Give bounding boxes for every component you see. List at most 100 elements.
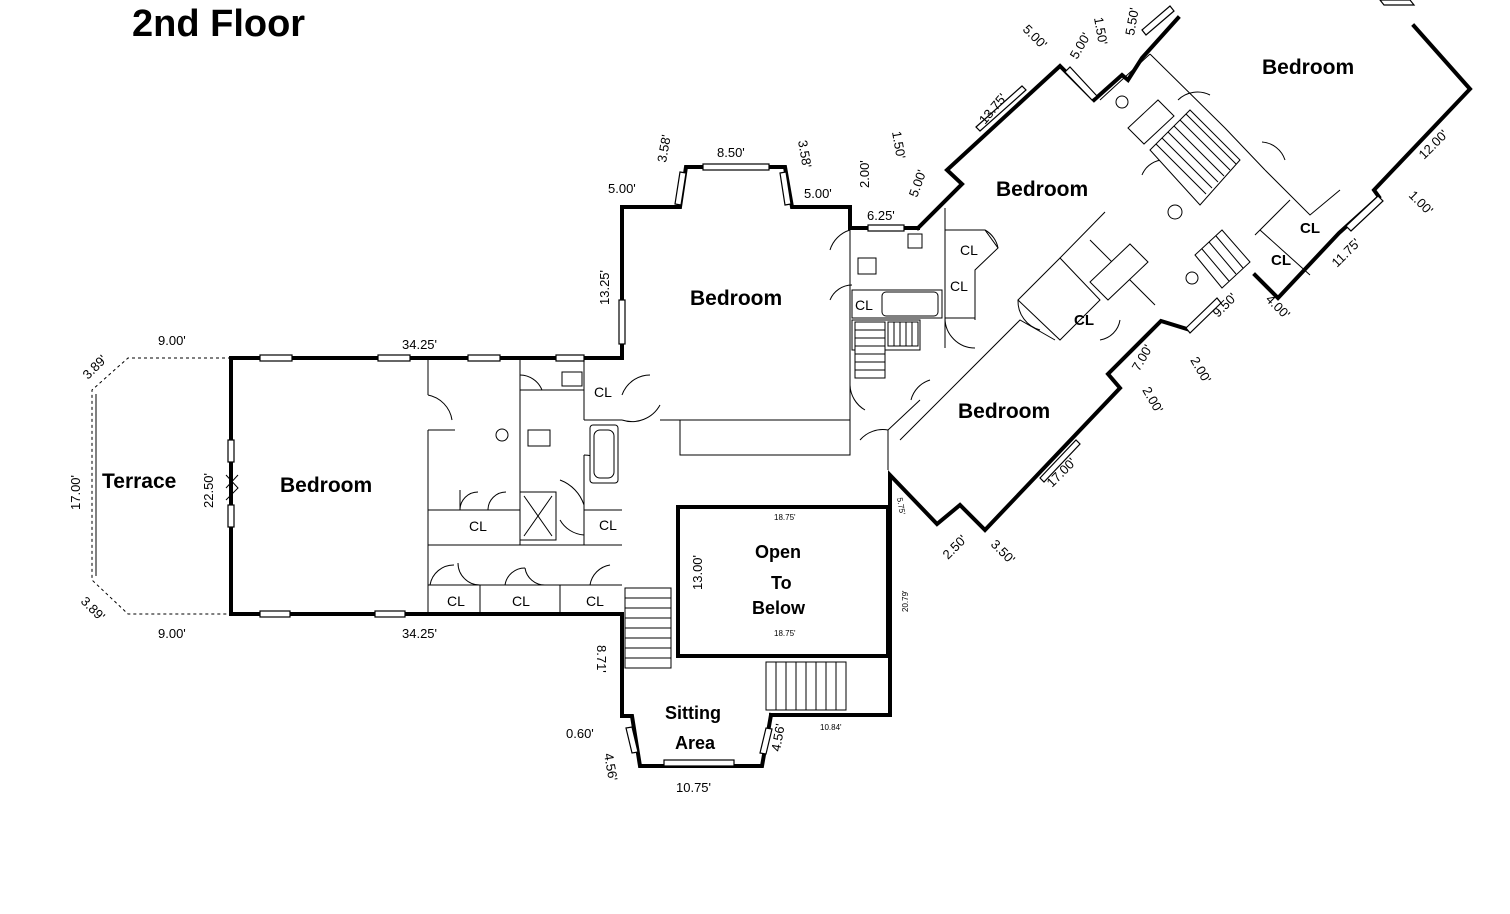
dimension-label: 4.56' — [768, 723, 788, 753]
dimension-label: 3.58' — [654, 134, 674, 164]
window — [625, 726, 639, 754]
room-label-open-line1: Open — [755, 542, 801, 562]
window — [259, 610, 291, 618]
page-title: 2nd Floor — [132, 3, 305, 45]
dimension-label: 3.50' — [988, 537, 1018, 567]
closet-labels: CL CL CL CL CL CL CL CL CL CL CL CL — [447, 220, 1320, 609]
dimension-label: 18.75' — [774, 629, 796, 638]
dimension-label: 10.84' — [820, 723, 842, 732]
stairs-west — [624, 587, 672, 669]
terrace-door-icon — [225, 474, 239, 501]
closet-label: CL — [599, 517, 617, 533]
window — [227, 439, 235, 463]
window — [1064, 66, 1098, 101]
dimension-label: 6.25' — [867, 208, 895, 223]
dimension-label: 1.50' — [1091, 16, 1111, 46]
dimension-label: 2.00' — [1187, 354, 1214, 386]
window — [759, 727, 773, 755]
dimension-label: 4.56' — [601, 752, 621, 782]
dimension-label: 20.79' — [901, 590, 910, 612]
dimension-label: 5.00' — [1020, 22, 1050, 52]
window — [867, 224, 905, 232]
sink-icon — [1185, 271, 1199, 285]
closet-label: CL — [855, 297, 873, 313]
closet-label: CL — [960, 242, 978, 258]
room-label-sitting-line1: Sitting — [665, 703, 721, 723]
toilet-icon — [1167, 204, 1183, 220]
dimension-label: 9.50' — [1210, 290, 1240, 320]
dimension-label: 2.00' — [857, 160, 872, 188]
closet-label: CL — [1271, 252, 1291, 269]
window — [779, 171, 792, 206]
closet-label: CL — [586, 593, 604, 609]
dimension-label: 22.50' — [201, 473, 216, 508]
dimension-label: 8.50' — [717, 145, 745, 160]
dimension-label: 8.71' — [594, 645, 609, 673]
sink-icon — [907, 233, 923, 249]
dimension-label: 13.00' — [690, 555, 705, 590]
toilet-icon — [1115, 95, 1129, 109]
window — [1039, 439, 1081, 483]
sitting-area-walls — [620, 646, 774, 768]
window — [663, 759, 735, 767]
window — [555, 354, 585, 362]
dimension-label: 5.00' — [906, 168, 930, 199]
window — [259, 354, 293, 362]
dimension-label: 1.50' — [889, 130, 909, 160]
room-label-bedroom-west: Bedroom — [280, 474, 372, 497]
window — [975, 85, 1027, 132]
dimension-label: 1.00' — [1406, 188, 1436, 218]
closet-label: CL — [447, 593, 465, 609]
closet-label: CL — [950, 278, 968, 294]
bathtub-icon — [881, 291, 939, 317]
window — [1345, 195, 1384, 232]
window — [674, 171, 687, 206]
stairs-ne-small — [1194, 229, 1251, 289]
dimension-label: 3.58' — [795, 139, 815, 169]
dimension-label: 10.75' — [676, 780, 711, 795]
dimension-label: 18.75' — [774, 513, 796, 522]
room-label-open-line3: Below — [752, 598, 806, 618]
dimension-label: 2.50' — [940, 532, 970, 562]
window — [1141, 5, 1175, 36]
toilet-icon — [561, 371, 583, 387]
bathtub-inner-icon — [593, 429, 615, 479]
stairs-center — [854, 321, 919, 379]
window — [1185, 297, 1222, 334]
fixtures — [495, 95, 1199, 541]
room-label-open-line2: To — [771, 573, 792, 593]
bathtub-icon — [1089, 243, 1149, 301]
window — [467, 354, 501, 362]
room-label-terrace: Terrace — [102, 470, 176, 493]
dimension-label: 5.00' — [1067, 30, 1094, 62]
dimension-label: 17.00' — [68, 475, 83, 510]
dimension-label: 9.00' — [158, 626, 186, 641]
bathtub-icon — [1127, 99, 1175, 145]
dimension-label: 5.00' — [804, 186, 832, 201]
room-label-sitting-line2: Area — [675, 733, 716, 753]
window — [377, 354, 411, 362]
center-bedroom-walls — [620, 165, 920, 360]
dimension-label: 13.25' — [597, 270, 612, 305]
dimension-label: 5.00' — [608, 181, 636, 196]
window — [702, 163, 770, 171]
closet-label: CL — [594, 384, 612, 400]
room-labels: Terrace Bedroom Bedroom Bedroom Bedroom … — [102, 56, 1354, 753]
closet-label: CL — [1300, 220, 1320, 237]
room-label-bedroom-center: Bedroom — [690, 287, 782, 310]
closet-label: CL — [512, 593, 530, 609]
stairs — [624, 109, 1251, 711]
room-label-bedroom-mid: Bedroom — [996, 178, 1088, 201]
closet-label: CL — [469, 518, 487, 534]
dimension-label: 4.00' — [1263, 292, 1293, 322]
window — [227, 504, 235, 528]
toilet-icon — [857, 257, 877, 275]
dimension-label: 34.25' — [402, 337, 437, 352]
toilet-icon — [495, 428, 509, 442]
dimension-label: 5.75' — [895, 497, 907, 516]
terrace-outline — [91, 357, 231, 615]
dimension-labels: 9.00' 9.00' 3.89' 3.89' 17.00' 22.50' 34… — [68, 7, 1451, 795]
dimension-label: 12.00' — [1416, 127, 1451, 162]
window — [618, 299, 626, 345]
